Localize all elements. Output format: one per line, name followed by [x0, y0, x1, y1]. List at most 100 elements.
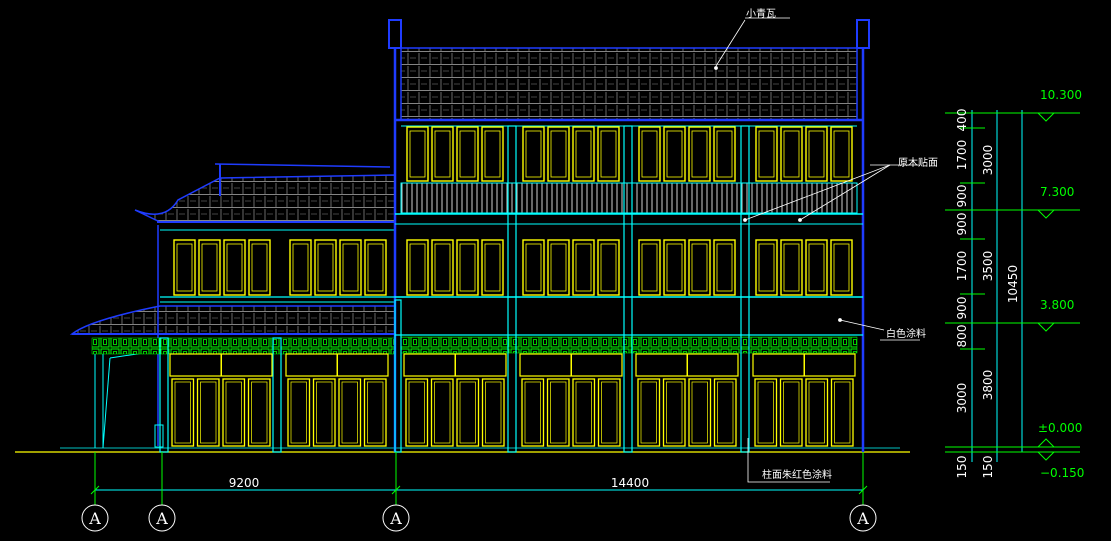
dim-right-span: 14400: [611, 476, 649, 490]
window-panel: [666, 381, 683, 444]
window-panel: [201, 243, 218, 292]
window-panel: [833, 130, 850, 178]
elevation-10300: 10.300: [1040, 88, 1082, 102]
window-panel: [691, 381, 708, 444]
window-panel: [808, 130, 825, 178]
window-panel: [338, 378, 362, 447]
window-panel: [339, 239, 362, 296]
window-panel: [406, 239, 429, 296]
window-panel: [226, 243, 243, 292]
dim-outer-2: 900: [955, 185, 969, 208]
window-panel: [572, 378, 596, 447]
ground-frieze: [400, 336, 858, 354]
dim-mid-2: 3800: [981, 370, 995, 401]
window-panel: [524, 381, 541, 444]
window-panel: [550, 130, 567, 178]
finial-left: [388, 19, 402, 49]
window-panel: [805, 378, 829, 447]
window-panel: [200, 381, 217, 444]
window-panel: [459, 130, 476, 178]
window-panel: [459, 243, 476, 292]
window-panel: [522, 126, 545, 182]
window-panel: [691, 130, 708, 178]
window-panel: [641, 243, 658, 292]
window-panel: [757, 381, 774, 444]
window-panel: [456, 126, 479, 182]
window-panel: [830, 378, 854, 447]
window-panel: [481, 126, 504, 182]
window-panel: [409, 130, 426, 178]
window-panel: [367, 381, 384, 444]
leader-lines: [714, 17, 920, 483]
window-panel: [686, 353, 688, 377]
left-upper-roof: [134, 174, 396, 223]
label-wood-face: 原木贴面: [898, 156, 938, 169]
window-panel: [547, 239, 570, 296]
dim-outer-0: 400: [955, 109, 969, 132]
window-panel: [758, 130, 775, 178]
window-panel: [364, 239, 387, 296]
dim-outer-7: 3000: [955, 383, 969, 414]
window-panel: [222, 378, 246, 447]
window-panel: [431, 239, 454, 296]
window-panel: [780, 239, 803, 296]
window-panel: [600, 243, 617, 292]
window-panel: [454, 353, 456, 377]
grid-axis-4: A: [856, 509, 869, 528]
window-panel: [316, 381, 333, 444]
window-panel: [317, 243, 334, 292]
window-panel: [525, 130, 542, 178]
window-panel: [292, 243, 309, 292]
window-panel: [367, 243, 384, 292]
window-panel: [783, 381, 800, 444]
dim-mid-0: 3000: [981, 145, 995, 176]
window-panel: [290, 381, 307, 444]
dim-mid-3: 150: [981, 456, 995, 479]
window-panel: [223, 239, 246, 296]
dim-left-span: 9200: [229, 476, 260, 490]
dim-outer-3: 900: [955, 213, 969, 236]
window-panel: [405, 378, 429, 447]
dim-mid-1: 3500: [981, 251, 995, 282]
window-panel: [717, 381, 734, 444]
window-panel: [525, 243, 542, 292]
window-panel: [663, 239, 686, 296]
window-panel: [312, 378, 336, 447]
window-panel: [456, 239, 479, 296]
window-panel: [287, 378, 311, 447]
window-panel: [198, 239, 221, 296]
window-panel: [409, 243, 426, 292]
left-wing: [69, 163, 396, 449]
window-panel: [481, 378, 505, 447]
window-panel: [248, 239, 271, 296]
window-panel: [434, 243, 451, 292]
grid-axis-3: A: [389, 509, 402, 528]
window-panel: [251, 381, 268, 444]
window-panel: [597, 126, 620, 182]
window-panel: [779, 378, 803, 447]
elevation-7300: 7.300: [1040, 185, 1074, 199]
main-block: [159, 19, 870, 453]
window-panel: [663, 126, 686, 182]
window-panel: [434, 130, 451, 178]
label-white-paint: 白色涂料: [886, 327, 926, 340]
window-panel: [314, 239, 337, 296]
window-panel: [600, 130, 617, 178]
window-panel: [713, 126, 736, 182]
window-panel: [640, 381, 657, 444]
elevation-minus-0150: −0.150: [1040, 466, 1084, 480]
window-panel: [662, 378, 686, 447]
window-panel: [430, 378, 454, 447]
main-roof: [400, 47, 858, 121]
window-panel: [758, 243, 775, 292]
window-panel: [803, 353, 805, 377]
window-panel: [456, 378, 480, 447]
label-column-paint: 柱面朱红色涂料: [762, 468, 832, 481]
window-panel: [341, 381, 358, 444]
window-panel: [830, 239, 853, 296]
window-panel: [575, 243, 592, 292]
window-panel: [547, 126, 570, 182]
lower-eave-roof: [69, 305, 396, 335]
window-panel: [550, 381, 567, 444]
